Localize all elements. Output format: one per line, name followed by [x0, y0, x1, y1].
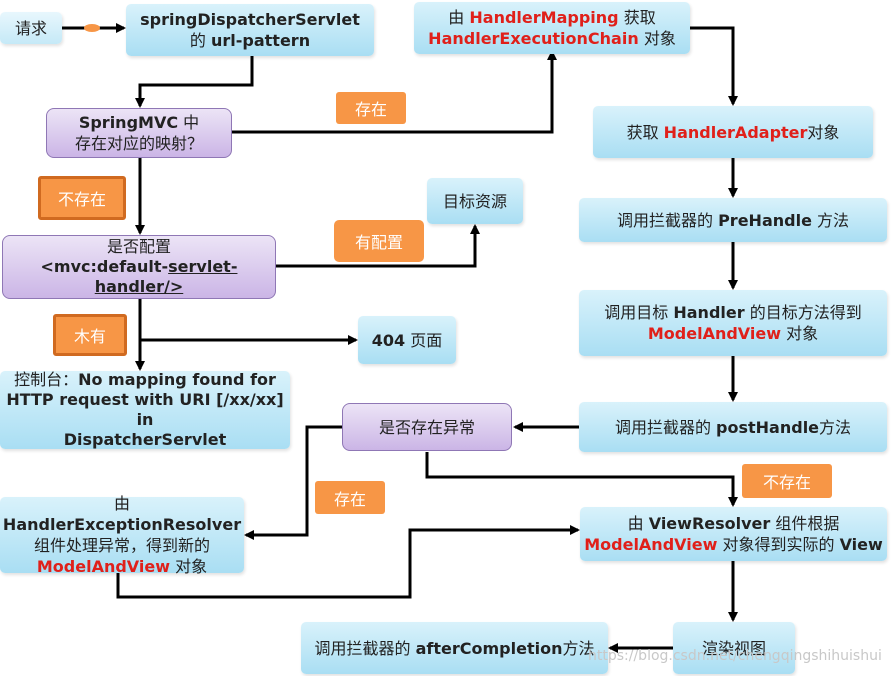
- page-404-post: 页面: [405, 330, 443, 350]
- console-pre: 控制台：: [14, 370, 79, 389]
- dispatcher-line2-pre: 的: [189, 31, 211, 50]
- get-adapter-red: HandlerAdapter: [663, 122, 808, 142]
- default-servlet-decision: 是否配置 <mvc:default-servlet- handler/>: [2, 235, 276, 299]
- arrow-configured-target: [276, 224, 480, 268]
- has-mapping-line2: 存在对应的映射？: [74, 134, 203, 153]
- handler-mapping-red2: HandlerExecutionChain: [428, 29, 639, 48]
- get-adapter-pre: 获取: [626, 122, 664, 142]
- posthandle-bold: postHandle: [716, 417, 820, 437]
- handler-mapping-pre: 由: [448, 8, 470, 27]
- after-completion-bold: afterCompletion: [415, 638, 563, 658]
- handler-mapping-mid: 获取: [618, 8, 656, 27]
- has-mapping-line1-post: 中: [178, 113, 200, 132]
- view-resolver-mid: 对象得到实际的: [717, 535, 840, 554]
- handler-mapping-post: 对象: [638, 29, 676, 48]
- request-marker: [84, 24, 100, 32]
- request-label: 请求: [14, 18, 47, 38]
- handler-mapping-node: 由 HandlerMapping 获取 HandlerExecutionChai…: [414, 2, 690, 54]
- arrow-resolver-viewresolver: [116, 525, 580, 599]
- console-line3: DispatcherServlet: [63, 430, 227, 449]
- default-servlet-line2-pre: <mvc:default-: [40, 257, 169, 276]
- console-node: 控制台：No mapping found for HTTP request wi…: [0, 370, 290, 449]
- label-exists-top-text: 存在: [354, 100, 387, 119]
- view-resolver-post: 组件根据: [770, 514, 840, 533]
- invoke-handler-post2: 对象: [781, 324, 819, 343]
- posthandle-node: 调用拦截器的 postHandle方法: [579, 402, 887, 452]
- arrow-noexception-viewresolver: [425, 452, 738, 507]
- invoke-handler-post: 的目标方法得到: [744, 303, 862, 322]
- prehandle-bold: PreHandle: [718, 210, 812, 230]
- label-not-exists-left-text: 不存在: [57, 190, 106, 209]
- invoke-handler-bold: Handler: [673, 303, 745, 322]
- default-servlet-line2-underline: servlet-: [168, 257, 238, 276]
- posthandle-pre: 调用拦截器的: [614, 417, 717, 437]
- target-resource-node: 目标资源: [427, 178, 523, 224]
- render-view-label: 渲染视图: [701, 638, 766, 658]
- invoke-handler-node: 调用目标 Handler 的目标方法得到 ModelAndView 对象: [579, 290, 887, 356]
- console-line1: No mapping found for: [78, 370, 276, 389]
- default-servlet-line3: handler/>: [94, 277, 184, 296]
- invoke-handler-pre: 调用目标: [604, 303, 674, 322]
- label-not-exists-right: 不存在: [742, 464, 832, 498]
- dispatcher-line1: springDispatcherServlet: [140, 10, 360, 29]
- prehandle-pre: 调用拦截器的: [616, 210, 719, 230]
- view-resolver-bold2: View: [839, 535, 883, 554]
- default-servlet-line1: 是否配置: [106, 237, 171, 256]
- view-resolver-pre: 由: [627, 514, 649, 533]
- prehandle-post: 方法: [811, 210, 850, 230]
- page-404-node: 404 页面: [358, 316, 456, 364]
- has-exception-decision: 是否存在异常: [342, 403, 512, 451]
- label-exists-exception: 存在: [315, 481, 385, 514]
- exception-resolver-line2: 组件处理异常，得到新的: [33, 536, 210, 555]
- dispatcher-line2-bold: url-pattern: [211, 31, 311, 50]
- label-not-configured-text: 木有: [73, 327, 106, 346]
- get-adapter-post: 对象: [807, 122, 840, 142]
- has-exception-label: 是否存在异常: [378, 417, 475, 437]
- page-404-bold: 404: [371, 330, 406, 350]
- prehandle-node: 调用拦截器的 PreHandle 方法: [579, 198, 887, 242]
- view-resolver-node: 由 ViewResolver 组件根据 ModelAndView 对象得到实际的…: [580, 507, 887, 561]
- has-mapping-line1-bold: SpringMVC: [78, 113, 179, 132]
- request-node: 请求: [0, 12, 62, 44]
- label-exists-exception-text: 存在: [333, 489, 366, 509]
- after-completion-post: 方法: [562, 638, 595, 658]
- after-completion-pre: 调用拦截器的: [314, 638, 416, 658]
- arrow-dispatcher-mapping-check: [135, 56, 254, 108]
- label-configured: 有配置: [334, 220, 424, 262]
- handler-mapping-red1: HandlerMapping: [469, 8, 619, 27]
- view-resolver-red: ModelAndView: [584, 535, 718, 554]
- watermark-text: https://blog.csdn.net/chengqingshihuishu…: [588, 648, 882, 664]
- exception-resolver-pre: 由: [113, 494, 130, 513]
- exception-resolver-node: 由 HandlerExceptionResolver 组件处理异常，得到新的 M…: [0, 494, 244, 576]
- arrow-exception-resolver: [244, 425, 342, 540]
- has-mapping-decision: SpringMVC 中 存在对应的映射？: [46, 108, 232, 158]
- console-line2: HTTP request with URI [/xx/xx] in: [6, 390, 284, 429]
- arrow-handlermapping-adapter: [690, 26, 738, 106]
- render-view-node: 渲染视图: [673, 622, 795, 674]
- target-resource-label: 目标资源: [442, 191, 507, 211]
- exception-resolver-red: ModelAndView: [36, 557, 171, 576]
- dispatcher-node: springDispatcherServlet 的 url-pattern: [126, 4, 374, 56]
- after-completion-node: 调用拦截器的 afterCompletion方法: [301, 622, 608, 674]
- view-resolver-bold: ViewResolver: [648, 514, 771, 533]
- invoke-handler-red: ModelAndView: [647, 324, 782, 343]
- get-adapter-node: 获取 HandlerAdapter对象: [593, 106, 873, 158]
- exception-resolver-bold: HandlerExceptionResolver: [2, 515, 242, 534]
- label-exists-top: 存在: [336, 92, 406, 124]
- exception-resolver-post: 对象: [170, 557, 208, 576]
- label-not-exists-right-text: 不存在: [762, 473, 811, 492]
- label-not-exists-left: 不存在: [38, 176, 126, 220]
- posthandle-post: 方法: [819, 417, 852, 437]
- arrow-exists-handlermapping: [232, 50, 557, 134]
- label-configured-text: 有配置: [354, 233, 403, 252]
- label-not-configured: 木有: [53, 314, 127, 356]
